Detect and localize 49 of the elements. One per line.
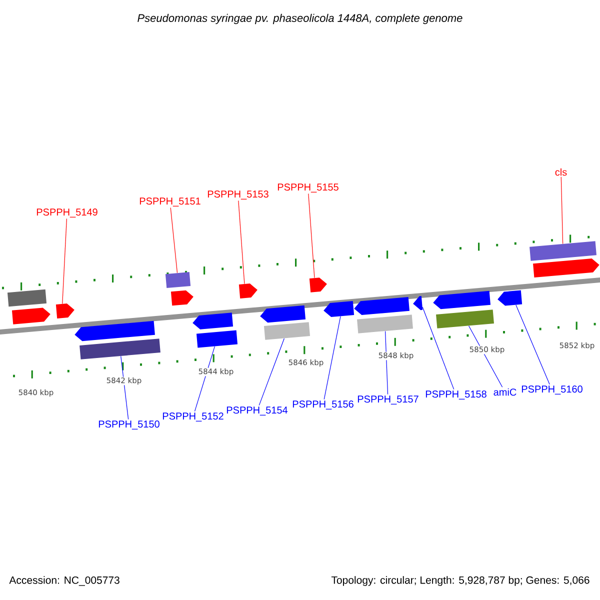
gene-feature — [74, 320, 155, 342]
leader-line — [516, 304, 550, 385]
gene-feature — [309, 278, 327, 292]
leader-line — [308, 193, 315, 278]
gene-label: PSPPH_5156 — [292, 400, 354, 410]
gene-feature — [56, 304, 74, 318]
feature-bar — [165, 272, 191, 288]
gene-label: cls — [555, 168, 567, 176]
leader-line — [468, 326, 503, 388]
gene-feature — [533, 258, 600, 278]
gene-label: PSPPH_5154 — [226, 406, 288, 416]
gene-label: PSPPH_5151 — [140, 198, 200, 206]
feature-bar — [264, 322, 310, 340]
feature-bar — [80, 338, 160, 360]
feature-bar — [357, 314, 413, 334]
gene-feature — [238, 284, 258, 298]
genome-info-text: Topology: circular; Length: 5,928,787 bp; Genes: 5,066 — [331, 576, 590, 586]
feature-bar — [7, 289, 47, 307]
gene-label: PSPPH_5158 — [426, 390, 486, 400]
accession-text: Accession: NC_005773 — [9, 576, 120, 586]
leader-line — [324, 316, 341, 400]
gene-feature — [12, 308, 50, 324]
gene-feature — [324, 301, 354, 317]
gene-feature — [413, 296, 423, 310]
feature-bar — [196, 330, 238, 348]
leader-line — [120, 356, 129, 420]
gene-label: PSPPH_5153 — [208, 190, 268, 200]
gene-feature — [260, 305, 306, 323]
leader-line — [238, 200, 245, 284]
leader-line — [258, 338, 284, 406]
leader-line — [385, 330, 388, 395]
gene-label: PSPPH_5149 — [36, 208, 98, 218]
leader-line — [560, 176, 564, 244]
gene-label: PSPPH_5157 — [358, 396, 418, 404]
gene-label: PSPPH_5150 — [98, 420, 160, 430]
gene-label: PSPPH_5155 — [278, 184, 338, 192]
feature-bar — [436, 310, 494, 328]
leader-line — [62, 218, 67, 304]
gene-feature — [192, 312, 234, 330]
leader-line — [422, 306, 454, 390]
gene-label: PSPPH_5160 — [522, 386, 582, 394]
feature-bar — [530, 241, 596, 261]
gene-feature — [433, 290, 491, 310]
gene-label: amiC — [494, 388, 516, 396]
gene-label: PSPPH_5152 — [162, 412, 224, 422]
title: Pseudomonas syringae pv. phaseolicola 1448A, complete genome — [138, 14, 462, 24]
gene-feature — [170, 290, 194, 306]
leader-line — [170, 207, 178, 274]
gene-feature — [498, 290, 522, 306]
